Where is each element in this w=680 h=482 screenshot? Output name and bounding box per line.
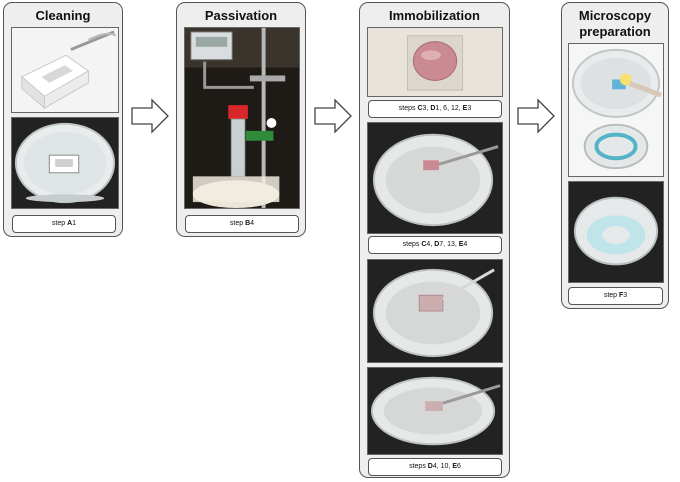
panel-title-microscopy-line1: Microscopy (578, 8, 652, 23)
photo-immobilization-petri-pipette (367, 259, 503, 363)
step-number: 6 (456, 463, 461, 470)
step-letter: E (462, 105, 468, 112)
photo-immobilization-slide (367, 27, 503, 97)
arrow-right-icon (314, 98, 352, 134)
panel-title-immobilization: Immobilization (389, 8, 480, 23)
step-letter: D (430, 105, 436, 112)
step-label-b4: step B4 (185, 215, 299, 233)
step-letter: C (421, 241, 427, 248)
panel-title-passivation: Passivation (204, 8, 278, 23)
step-label-f3: step F3 (568, 287, 663, 305)
step-prefix: step (603, 292, 619, 299)
panel-title-cleaning: Cleaning (35, 8, 91, 23)
step-number: 7, 13, (439, 241, 459, 248)
step-prefix: steps (409, 463, 428, 470)
step-prefix: steps (402, 241, 422, 248)
step-number: 4, 10, (432, 463, 453, 470)
step-label-c4-d7-e4: steps C4, D7, 13, E4 (368, 236, 502, 254)
step-number: 3, (422, 105, 431, 112)
panel-passivation: Passivation step B4 (176, 2, 306, 237)
step-number: 4 (250, 220, 255, 227)
step-number: 4, (426, 241, 435, 248)
panel-immobilization: Immobilization steps C3, D1, 6, 12, E3 s… (359, 2, 510, 478)
step-number: 3 (467, 105, 472, 112)
arrow-right-icon (131, 98, 169, 134)
panel-title-microscopy-line2: preparation (579, 24, 651, 39)
step-number: 3 (623, 292, 628, 299)
step-prefix: steps (398, 105, 418, 112)
step-letter: B (245, 220, 251, 227)
photo-cleaning-holder (11, 27, 119, 113)
panel-microscopy-preparation: Microscopy preparation step F3 (561, 2, 669, 309)
step-number: 1, 6, 12, (435, 105, 463, 112)
step-letter: D (427, 463, 433, 470)
step-label-c3-d1-e3: steps C3, D1, 6, 12, E3 (368, 100, 502, 118)
step-prefix: step (229, 220, 246, 227)
step-number: 1 (72, 220, 77, 227)
arrow-right-icon (517, 98, 555, 134)
step-letter: C (417, 105, 423, 112)
step-letter: E (452, 463, 457, 470)
step-prefix: step (51, 220, 68, 227)
photo-cleaning-beaker (11, 117, 119, 209)
step-letter: F (619, 292, 624, 299)
step-letter: D (434, 241, 440, 248)
panel-cleaning: Cleaning step A1 (3, 2, 123, 237)
photo-immobilization-petri-final (367, 367, 503, 455)
photo-microscopy-petri-coverslip (568, 43, 664, 177)
step-label-a1: step A1 (12, 215, 116, 233)
step-letter: A (67, 220, 73, 227)
photo-microscopy-dish (568, 181, 664, 283)
photo-passivation-setup (184, 27, 300, 209)
step-letter: E (458, 241, 464, 248)
step-number: 4 (463, 241, 468, 248)
photo-immobilization-petri-tweezers (367, 122, 503, 234)
step-label-d4-e6: steps D4, 10, E6 (368, 458, 502, 476)
